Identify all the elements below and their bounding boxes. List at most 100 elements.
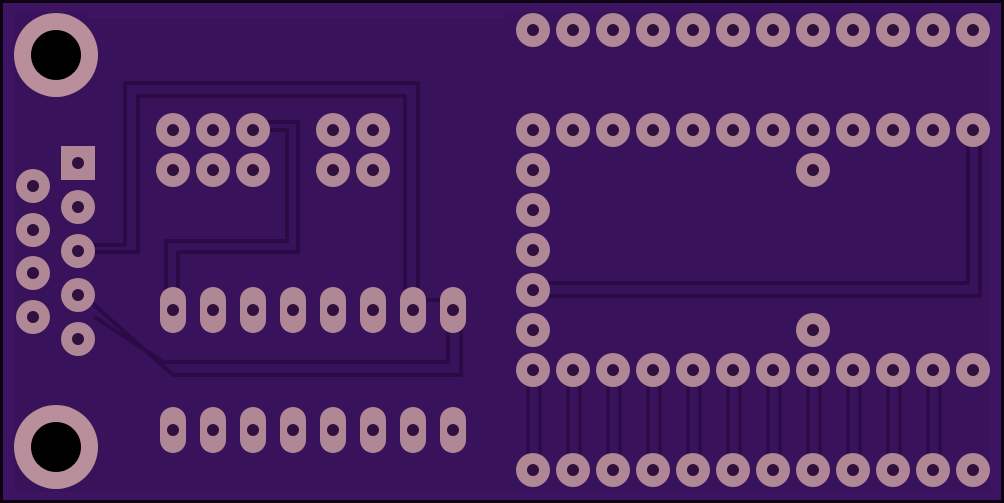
drill-hole — [167, 124, 179, 136]
drill-hole — [287, 424, 299, 436]
drill-hole — [567, 464, 579, 476]
drill-hole — [967, 364, 979, 376]
drill-hole — [407, 424, 419, 436]
mounting-hole-bottom — [14, 405, 98, 489]
drill-hole — [527, 464, 539, 476]
drill-hole — [327, 124, 339, 136]
drill-hole — [407, 304, 419, 316]
drill-hole — [887, 464, 899, 476]
drill-hole — [527, 284, 539, 296]
header-row-bottom — [516, 453, 990, 487]
drill-hole — [807, 364, 819, 376]
drill-hole — [767, 24, 779, 36]
drill-hole — [72, 245, 84, 257]
drill-hole — [607, 364, 619, 376]
drill-hole — [927, 124, 939, 136]
drill-hole — [967, 24, 979, 36]
socket-left-column — [516, 153, 550, 347]
drill-hole — [607, 464, 619, 476]
drill-hole — [927, 464, 939, 476]
oval-pad-row-top — [160, 287, 466, 333]
drill-hole — [527, 164, 539, 176]
drill-hole — [207, 304, 219, 316]
drill-hole — [647, 464, 659, 476]
drill-hole — [72, 289, 84, 301]
pads — [16, 13, 990, 487]
drill-hole — [607, 124, 619, 136]
drill-hole — [807, 324, 819, 336]
drill-hole — [72, 333, 84, 345]
socket-row-bottom — [516, 353, 990, 387]
drill-hole — [27, 311, 39, 323]
header-row-top — [516, 13, 990, 47]
jumper-block-2x3 — [156, 113, 270, 187]
drill-hole — [527, 204, 539, 216]
trace-header-diagonal — [90, 301, 463, 377]
drill-hole — [327, 164, 339, 176]
drill-hole — [567, 364, 579, 376]
drill-hole — [287, 304, 299, 316]
drill-hole — [967, 124, 979, 136]
drill-hole — [27, 267, 39, 279]
trace-jumper-loop — [176, 120, 300, 300]
drill-hole — [447, 424, 459, 436]
drill-hole — [207, 124, 219, 136]
drill-hole — [767, 464, 779, 476]
drill-hole — [847, 24, 859, 36]
socket-extra-pads — [796, 153, 830, 347]
drill-hole — [807, 464, 819, 476]
socket-row-top — [516, 113, 990, 147]
drill-hole — [807, 124, 819, 136]
drill-hole — [247, 304, 259, 316]
drill-hole — [807, 24, 819, 36]
drill-hole — [887, 364, 899, 376]
drill-hole — [27, 224, 39, 236]
drill-hole — [247, 124, 259, 136]
drill-hole — [527, 324, 539, 336]
drill-hole — [687, 464, 699, 476]
trace-right-column — [546, 132, 970, 285]
drill-hole — [567, 24, 579, 36]
copper-pour-top-step — [86, 12, 506, 18]
drill-hole — [207, 424, 219, 436]
drill-hole — [167, 164, 179, 176]
drill-hole — [767, 124, 779, 136]
drill-hole — [687, 24, 699, 36]
drill-hole — [72, 157, 84, 169]
drill-hole — [527, 364, 539, 376]
drill-hole — [767, 364, 779, 376]
drill-hole — [167, 424, 179, 436]
drill-hole — [247, 424, 259, 436]
drill-hole — [367, 304, 379, 316]
trace-header-diagonal-2 — [94, 316, 450, 364]
drill-hole — [647, 124, 659, 136]
drill-hole — [887, 24, 899, 36]
drill-hole — [727, 464, 739, 476]
drill-hole — [447, 304, 459, 316]
drill-hole — [647, 364, 659, 376]
drill-hole — [27, 180, 39, 192]
drill-hole — [687, 124, 699, 136]
drill-hole — [647, 24, 659, 36]
drill-hole — [527, 124, 539, 136]
trace-right-column-2 — [546, 132, 982, 298]
drill-hole — [527, 24, 539, 36]
header-5pin — [61, 146, 95, 356]
trace-jumper-loop-2 — [164, 128, 289, 298]
drill-hole — [72, 201, 84, 213]
drill-hole — [727, 124, 739, 136]
jumper-block-2x2 — [316, 113, 390, 187]
trace-header-to-dip-2 — [76, 94, 407, 290]
drill-hole — [367, 124, 379, 136]
drill-hole — [847, 464, 859, 476]
drill-hole — [967, 464, 979, 476]
bus-traces — [526, 380, 942, 458]
header-4pin — [16, 169, 50, 334]
drill-hole — [687, 364, 699, 376]
drill-hole — [367, 424, 379, 436]
drill-hole — [207, 164, 219, 176]
drill-hole — [327, 304, 339, 316]
mounting-hole-top — [14, 13, 98, 97]
drill-hole — [327, 424, 339, 436]
